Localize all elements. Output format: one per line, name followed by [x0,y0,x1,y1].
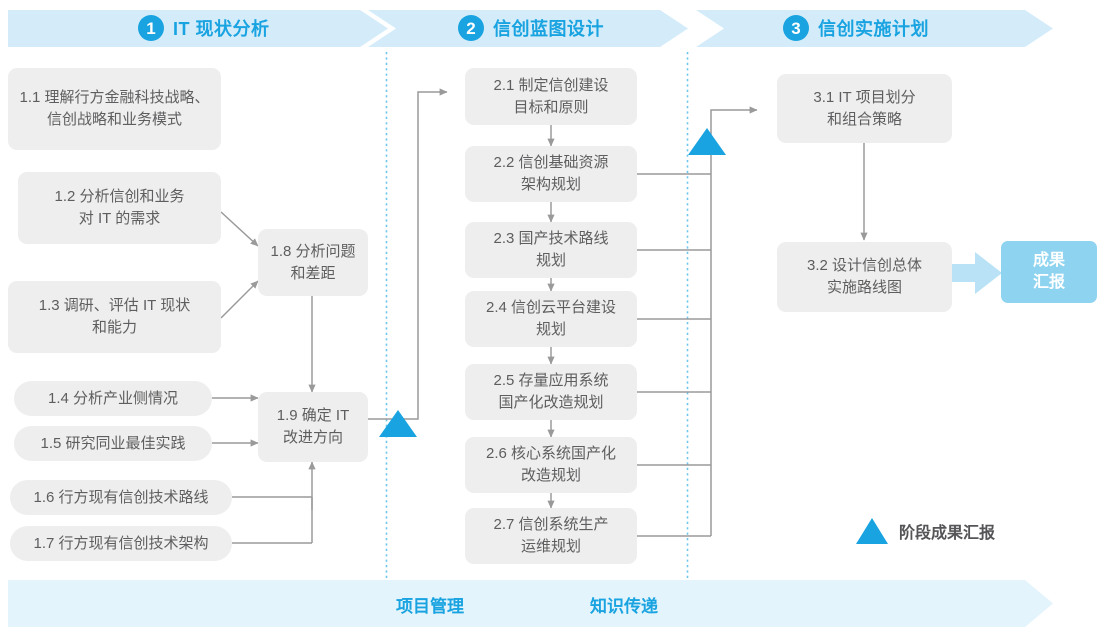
phase2-output-bus [637,106,758,537]
task-box-2-4[interactable]: 2.4 信创云平台建设 规划 [465,291,637,347]
task-box-3-1[interactable]: 3.1 IT 项目划分 和组合策略 [777,74,952,143]
task-box-2-5[interactable]: 2.5 存量应用系统 国产化改造规划 [465,364,637,420]
task-2-3-line1: 2.3 国产技术路线 [493,230,609,248]
task-box-3-2[interactable]: 3.2 设计信创总体 实施路线图 [777,242,952,312]
task-3-2-line2: 实施路线图 [826,279,902,296]
task-2-1-line1: 2.1 制定信创建设 [493,76,609,94]
task-2-2-line1: 2.2 信创基础资源 [493,154,609,172]
task-box-1-5[interactable]: 1.5 研究同业最佳实践 [14,426,212,461]
milestone-triangle-phase2 [688,128,726,155]
task-1-6-label: 1.6 行方现有信创技术路线 [33,488,209,506]
phase-header-3[interactable]: 3 信创实施计划 [783,15,929,41]
task-box-1-2[interactable]: 1.2 分析信创和业务 对 IT 的需求 [18,172,221,244]
task-2-7-line2: 运维规划 [520,538,581,555]
phase-header-1[interactable]: 1 IT 现状分析 [138,15,270,41]
task-1-1-line1: 1.1 理解行方金融科技战略、 [19,89,210,107]
task-box-1-3[interactable]: 1.3 调研、评估 IT 现状 和能力 [8,281,221,353]
task-3-1-line2: 和组合策略 [826,110,902,128]
triangle-marker-icon [856,518,888,544]
connector-1.9-2.1 [368,88,448,420]
task-1-7-label: 1.7 行方现有信创技术架构 [33,534,209,552]
task-box-1-4[interactable]: 1.4 分析产业侧情况 [14,381,212,416]
task-1-3-line1: 1.3 调研、评估 IT 现状 [38,297,191,315]
legend-milestone: 阶段成果汇报 [856,518,995,544]
footer-item-project-management[interactable]: 项目管理 [396,592,464,617]
task-1-8-line2: 和差距 [290,264,336,282]
connector-1.3-1.8 [220,280,259,319]
task-box-1-8[interactable]: 1.8 分析问题 和差距 [258,229,368,296]
task-1-1-line2: 信创战略和业务模式 [46,111,182,128]
phase-title-1: IT 现状分析 [173,19,270,39]
task-1-5-label: 1.5 研究同业最佳实践 [40,434,186,452]
task-2-6-line2: 改造规划 [520,467,581,484]
legend-label: 阶段成果汇报 [899,525,996,542]
phase-number-3: 3 [783,15,809,41]
task-2-1-line2: 目标和原则 [513,98,589,116]
result-badge[interactable]: 成果 汇报 [1001,241,1097,303]
result-block-arrow [948,252,1002,294]
footer-item-knowledge-transfer[interactable]: 知识传递 [590,592,658,617]
task-2-7-line1: 2.7 信创系统生产 [493,516,609,534]
task-1-9-line1: 1.9 确定 IT [276,407,350,425]
task-1-2-line1: 1.2 分析信创和业务 [54,188,185,206]
task-box-1-6[interactable]: 1.6 行方现有信创技术路线 [10,480,232,515]
result-arrow [948,252,1002,294]
task-2-4-line1: 2.4 信创云平台建设 [485,299,617,317]
connector-bus-3.1 [710,106,758,150]
task-3-1-line1: 3.1 IT 项目划分 [813,88,916,106]
task-box-2-3[interactable]: 2.3 国产技术路线 规划 [465,222,637,278]
connector-1.2-1.8 [220,211,259,247]
phase-number-2: 2 [458,15,484,41]
task-box-2-7[interactable]: 2.7 信创系统生产 运维规划 [465,508,637,564]
footer-band [8,580,1053,627]
task-1-9-line2: 改进方向 [282,429,343,446]
task-box-2-6[interactable]: 2.6 核心系统国产化 改造规划 [465,437,637,493]
phase-title-2: 信创蓝图设计 [493,19,604,39]
task-box-1-9[interactable]: 1.9 确定 IT 改进方向 [258,392,368,462]
task-2-3-line2: 规划 [535,252,566,269]
task-1-8-line1: 1.8 分析问题 [270,242,356,260]
phase1-to-phase2 [368,88,448,420]
task-box-1-1[interactable]: 1.1 理解行方金融科技战略、 信创战略和业务模式 [8,68,221,150]
task-2-4-line2: 规划 [535,321,566,338]
task-2-2-line2: 架构规划 [520,176,581,193]
footer-label-1: 知识传递 [590,597,658,616]
task-box-1-7[interactable]: 1.7 行方现有信创技术架构 [10,526,232,561]
footer-label-0: 项目管理 [396,597,464,616]
phase-title-3: 信创实施计划 [818,19,929,39]
result-badge-line2: 汇报 [1032,274,1065,291]
result-badge-line1: 成果 [1032,252,1065,270]
milestone-triangle-phase1 [379,410,417,437]
task-3-2-line1: 3.2 设计信创总体 [806,257,923,275]
task-1-4-label: 1.4 分析产业侧情况 [47,389,179,407]
task-2-6-line1: 2.6 核心系统国产化 [485,445,617,463]
task-box-2-1[interactable]: 2.1 制定信创建设 目标和原则 [465,68,637,125]
task-box-2-2[interactable]: 2.2 信创基础资源 架构规划 [465,146,637,202]
phase-number-1: 1 [138,15,164,41]
task-2-5-line2: 国产化改造规划 [498,394,604,411]
phase-header-2[interactable]: 2 信创蓝图设计 [458,15,604,41]
task-1-3-line2: 和能力 [91,319,137,336]
task-2-5-line1: 2.5 存量应用系统 [493,372,609,390]
task-1-2-line2: 对 IT 的需求 [78,210,161,227]
